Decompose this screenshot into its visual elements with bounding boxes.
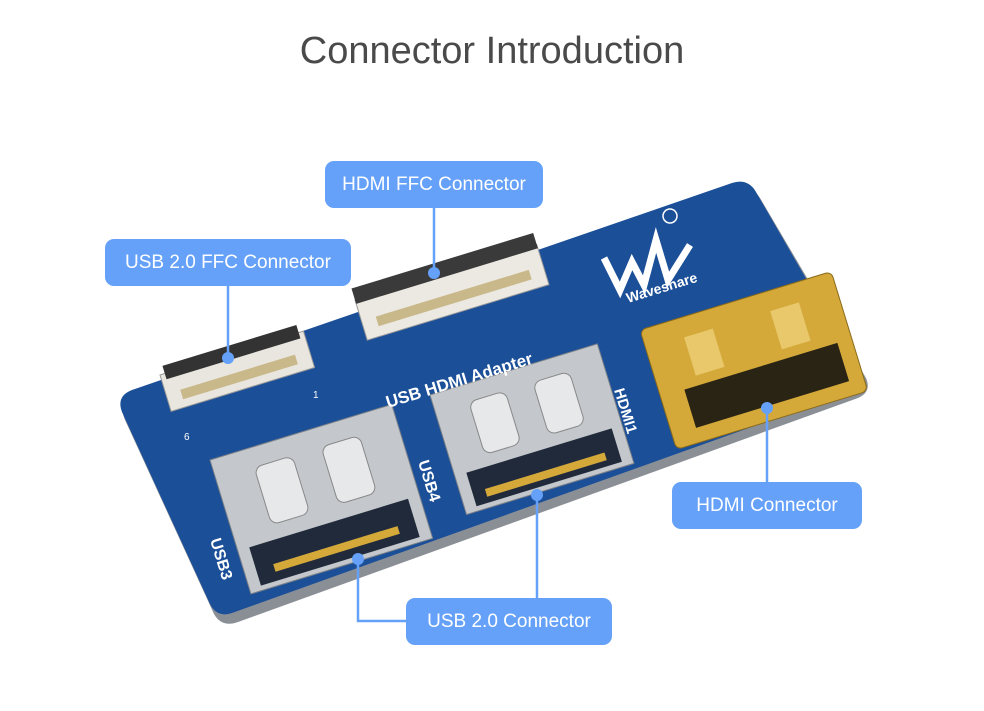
- hdmi-ffc-connector: [351, 232, 550, 341]
- callout-hdmi: HDMI Connector: [672, 482, 862, 529]
- leader-dots: [222, 267, 773, 565]
- page-title: Connector Introduction: [299, 30, 685, 72]
- leader-lines: [226, 208, 769, 623]
- usb3-port: [209, 403, 434, 595]
- callout-usb-ffc: USB 2.0 FFC Connector: [105, 239, 351, 286]
- pin6-label: 6: [184, 432, 190, 443]
- callout-usb: USB 2.0 Connector: [406, 598, 612, 645]
- callout-hdmi-ffc: HDMI FFC Connector: [325, 161, 543, 208]
- waveshare-logo: [600, 208, 693, 299]
- pin1-label: 1: [313, 390, 319, 401]
- usb-ffc-connector: [159, 324, 316, 412]
- usb4-port: [429, 343, 635, 516]
- hdmi-port: [640, 272, 867, 449]
